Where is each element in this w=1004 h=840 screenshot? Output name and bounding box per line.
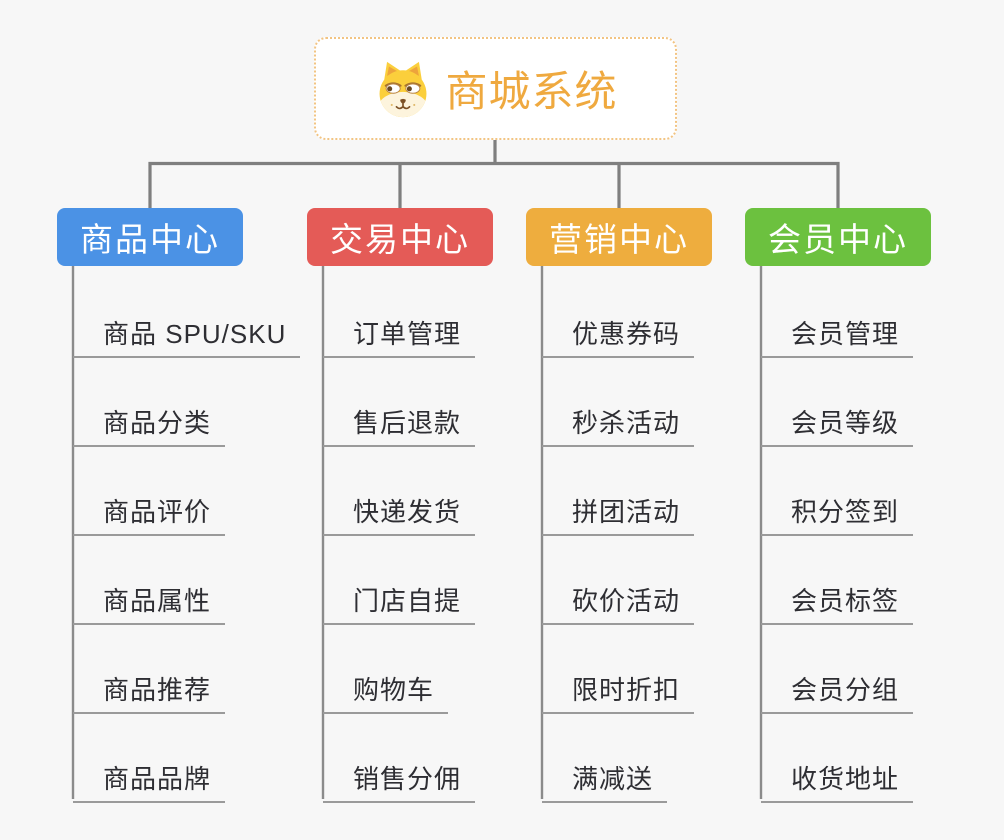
leaf-node[interactable]: 商品评价: [73, 485, 226, 536]
leaf-node[interactable]: 会员标签: [761, 574, 914, 625]
leaf-node[interactable]: 售后退款: [323, 396, 476, 447]
leaf-label: 售后退款: [353, 408, 462, 438]
leaf-node[interactable]: 砍价活动: [542, 574, 695, 625]
leaf-node[interactable]: 拼团活动: [542, 485, 695, 536]
leaf-node[interactable]: 门店自提: [323, 574, 476, 625]
leaf-label: 商品属性: [103, 586, 212, 616]
dog-icon: [373, 59, 433, 119]
leaf-node[interactable]: 满减送: [542, 752, 668, 803]
leaf-label: 拼团活动: [572, 497, 681, 527]
leaf-label: 订单管理: [353, 319, 462, 349]
leaf-label: 购物车: [353, 675, 435, 705]
leaf-node[interactable]: 会员等级: [761, 396, 914, 447]
leaf-label: 商品品牌: [103, 764, 212, 794]
leaf-label: 门店自提: [353, 586, 462, 616]
leaf-label: 商品推荐: [103, 675, 212, 705]
leaf-label: 销售分佣: [353, 764, 462, 794]
branch-header[interactable]: 会员中心: [745, 208, 931, 266]
leaf-node[interactable]: 限时折扣: [542, 663, 695, 714]
tree-connector-path: [148, 140, 840, 208]
leaf-label: 会员分组: [791, 675, 900, 705]
leaf-node[interactable]: 收货地址: [761, 752, 914, 803]
branch-label: 营销中心: [549, 221, 689, 258]
leaf-label: 收货地址: [791, 764, 900, 794]
leaf-label: 秒杀活动: [572, 408, 681, 438]
branch-header[interactable]: 商品中心: [57, 208, 243, 266]
leaf-node[interactable]: 快递发货: [323, 485, 476, 536]
leaf-node[interactable]: 积分签到: [761, 485, 914, 536]
leaf-node[interactable]: 商品 SPU/SKU: [73, 307, 301, 358]
leaf-node[interactable]: 商品品牌: [73, 752, 226, 803]
root-node[interactable]: 商城系统: [314, 37, 677, 140]
leaf-label: 限时折扣: [572, 675, 681, 705]
leaf-node[interactable]: 商品分类: [73, 396, 226, 447]
leaf-label: 砍价活动: [572, 586, 681, 616]
root-title: 商城系统: [445, 68, 618, 115]
leaf-label: 商品评价: [103, 497, 212, 527]
leaf-node[interactable]: 秒杀活动: [542, 396, 695, 447]
leaf-node[interactable]: 优惠券码: [542, 307, 695, 358]
branch-label: 会员中心: [768, 221, 908, 258]
leaf-node[interactable]: 销售分佣: [323, 752, 476, 803]
leaf-label: 优惠券码: [572, 319, 681, 349]
leaf-node[interactable]: 会员分组: [761, 663, 914, 714]
leaf-node[interactable]: 商品推荐: [73, 663, 226, 714]
branch-label: 交易中心: [330, 221, 470, 258]
leaf-node[interactable]: 订单管理: [323, 307, 476, 358]
leaf-node[interactable]: 会员管理: [761, 307, 914, 358]
leaf-label: 商品分类: [103, 408, 212, 438]
branch-header[interactable]: 交易中心: [307, 208, 493, 266]
leaf-label: 快递发货: [353, 497, 462, 527]
leaf-label: 会员管理: [791, 319, 900, 349]
leaf-label: 会员等级: [791, 408, 900, 438]
leaf-label: 会员标签: [791, 586, 900, 616]
leaf-node[interactable]: 商品属性: [73, 574, 226, 625]
branch-header[interactable]: 营销中心: [526, 208, 712, 266]
leaf-label: 满减送: [572, 764, 654, 794]
leaf-label: 商品 SPU/SKU: [103, 319, 287, 349]
leaf-label: 积分签到: [791, 497, 900, 527]
leaf-node[interactable]: 购物车: [323, 663, 449, 714]
branch-label: 商品中心: [80, 221, 220, 258]
